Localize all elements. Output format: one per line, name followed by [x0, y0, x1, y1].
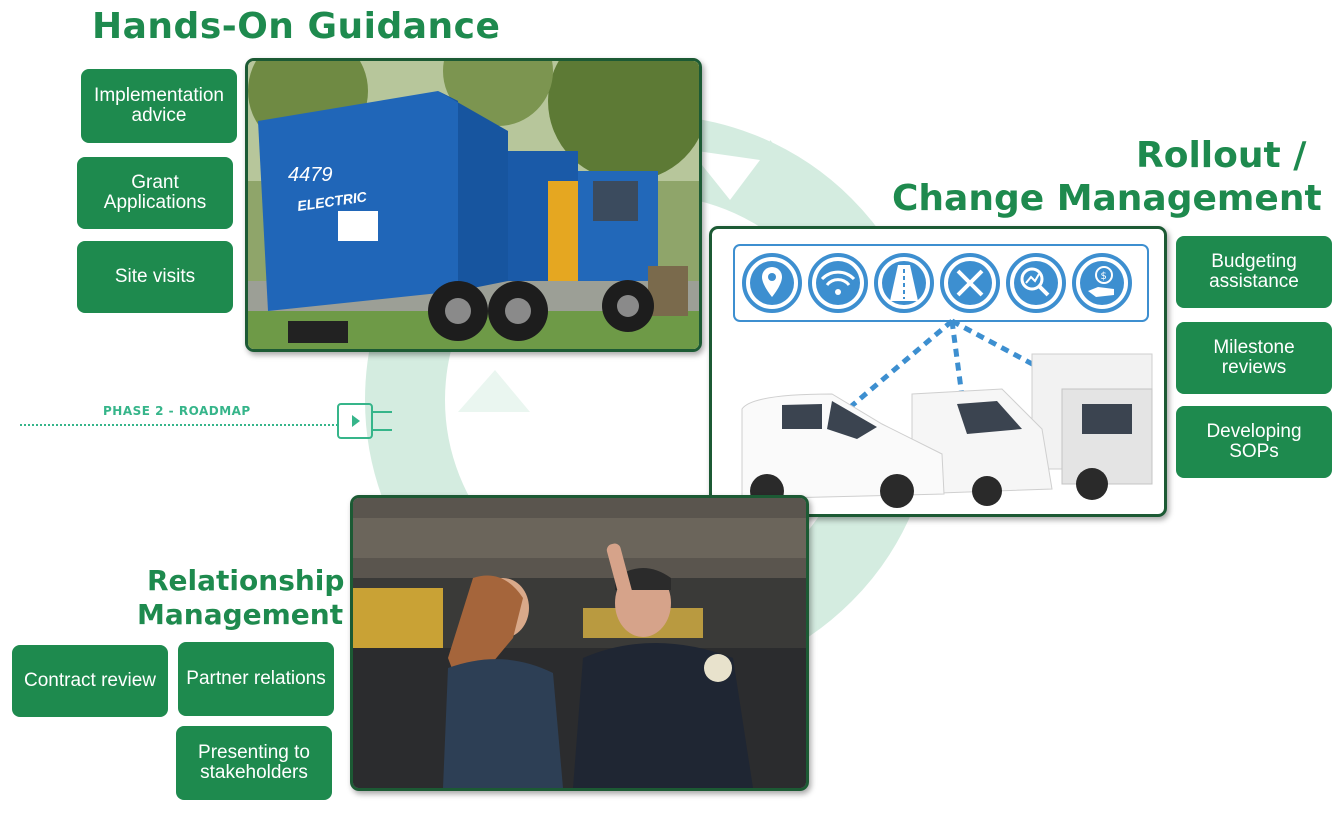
fleet-illustration: $ — [733, 244, 1153, 508]
tag-site-visits: Site visits — [77, 241, 233, 313]
relationship-title-line1: Relationship — [147, 564, 345, 597]
tag-milestone-reviews: Milestone reviews — [1176, 322, 1332, 394]
fleet-panel: $ — [709, 226, 1167, 517]
garbage-truck-photo: 4479 ELECTRIC — [245, 58, 702, 352]
svg-text:$: $ — [1101, 271, 1107, 282]
relationship-title-line2: Management — [137, 598, 344, 631]
tag-partner-relations: Partner relations — [178, 642, 334, 716]
cycle-arrowhead-right — [800, 520, 880, 600]
garbage-truck-illustration: 4479 ELECTRIC — [248, 61, 699, 349]
mechanics-photo — [350, 495, 809, 791]
wifi-icon — [808, 253, 868, 313]
tag-contract-review: Contract review — [12, 645, 168, 717]
cycle-arrowhead-left-fill — [458, 370, 530, 412]
tag-budgeting-assistance: Budgeting assistance — [1176, 236, 1332, 308]
van-shape-1 — [741, 393, 945, 508]
rollout-title-line2: Change Management — [892, 178, 1322, 219]
mechanics-illustration — [353, 498, 806, 788]
truck-shape — [1031, 353, 1153, 500]
tag-implementation-advice: Implementation advice — [81, 69, 237, 143]
money-hand-icon: $ — [1072, 253, 1132, 313]
analytics-icon — [1006, 253, 1066, 313]
rollout-title-line1: Rollout / — [1136, 135, 1307, 176]
tag-grant-applications: Grant Applications — [77, 157, 233, 229]
tag-presenting-to-stakeholders: Presenting to stakeholders — [176, 726, 332, 800]
cycle-gap-top — [690, 150, 760, 200]
location-pin-icon — [742, 253, 802, 313]
cycle-arrowhead-top — [760, 140, 840, 215]
phase-dotted-line — [20, 424, 338, 426]
plug-icon — [337, 403, 392, 439]
tools-icon — [940, 253, 1000, 313]
van-shape-2 — [911, 388, 1053, 506]
phase-label: PHASE 2 - ROADMAP — [103, 404, 251, 418]
hands-on-title: Hands-On Guidance — [92, 6, 501, 47]
tag-developing-sops: Developing SOPs — [1176, 406, 1332, 478]
road-icon — [874, 253, 934, 313]
truck-number: 4479 — [288, 164, 333, 186]
